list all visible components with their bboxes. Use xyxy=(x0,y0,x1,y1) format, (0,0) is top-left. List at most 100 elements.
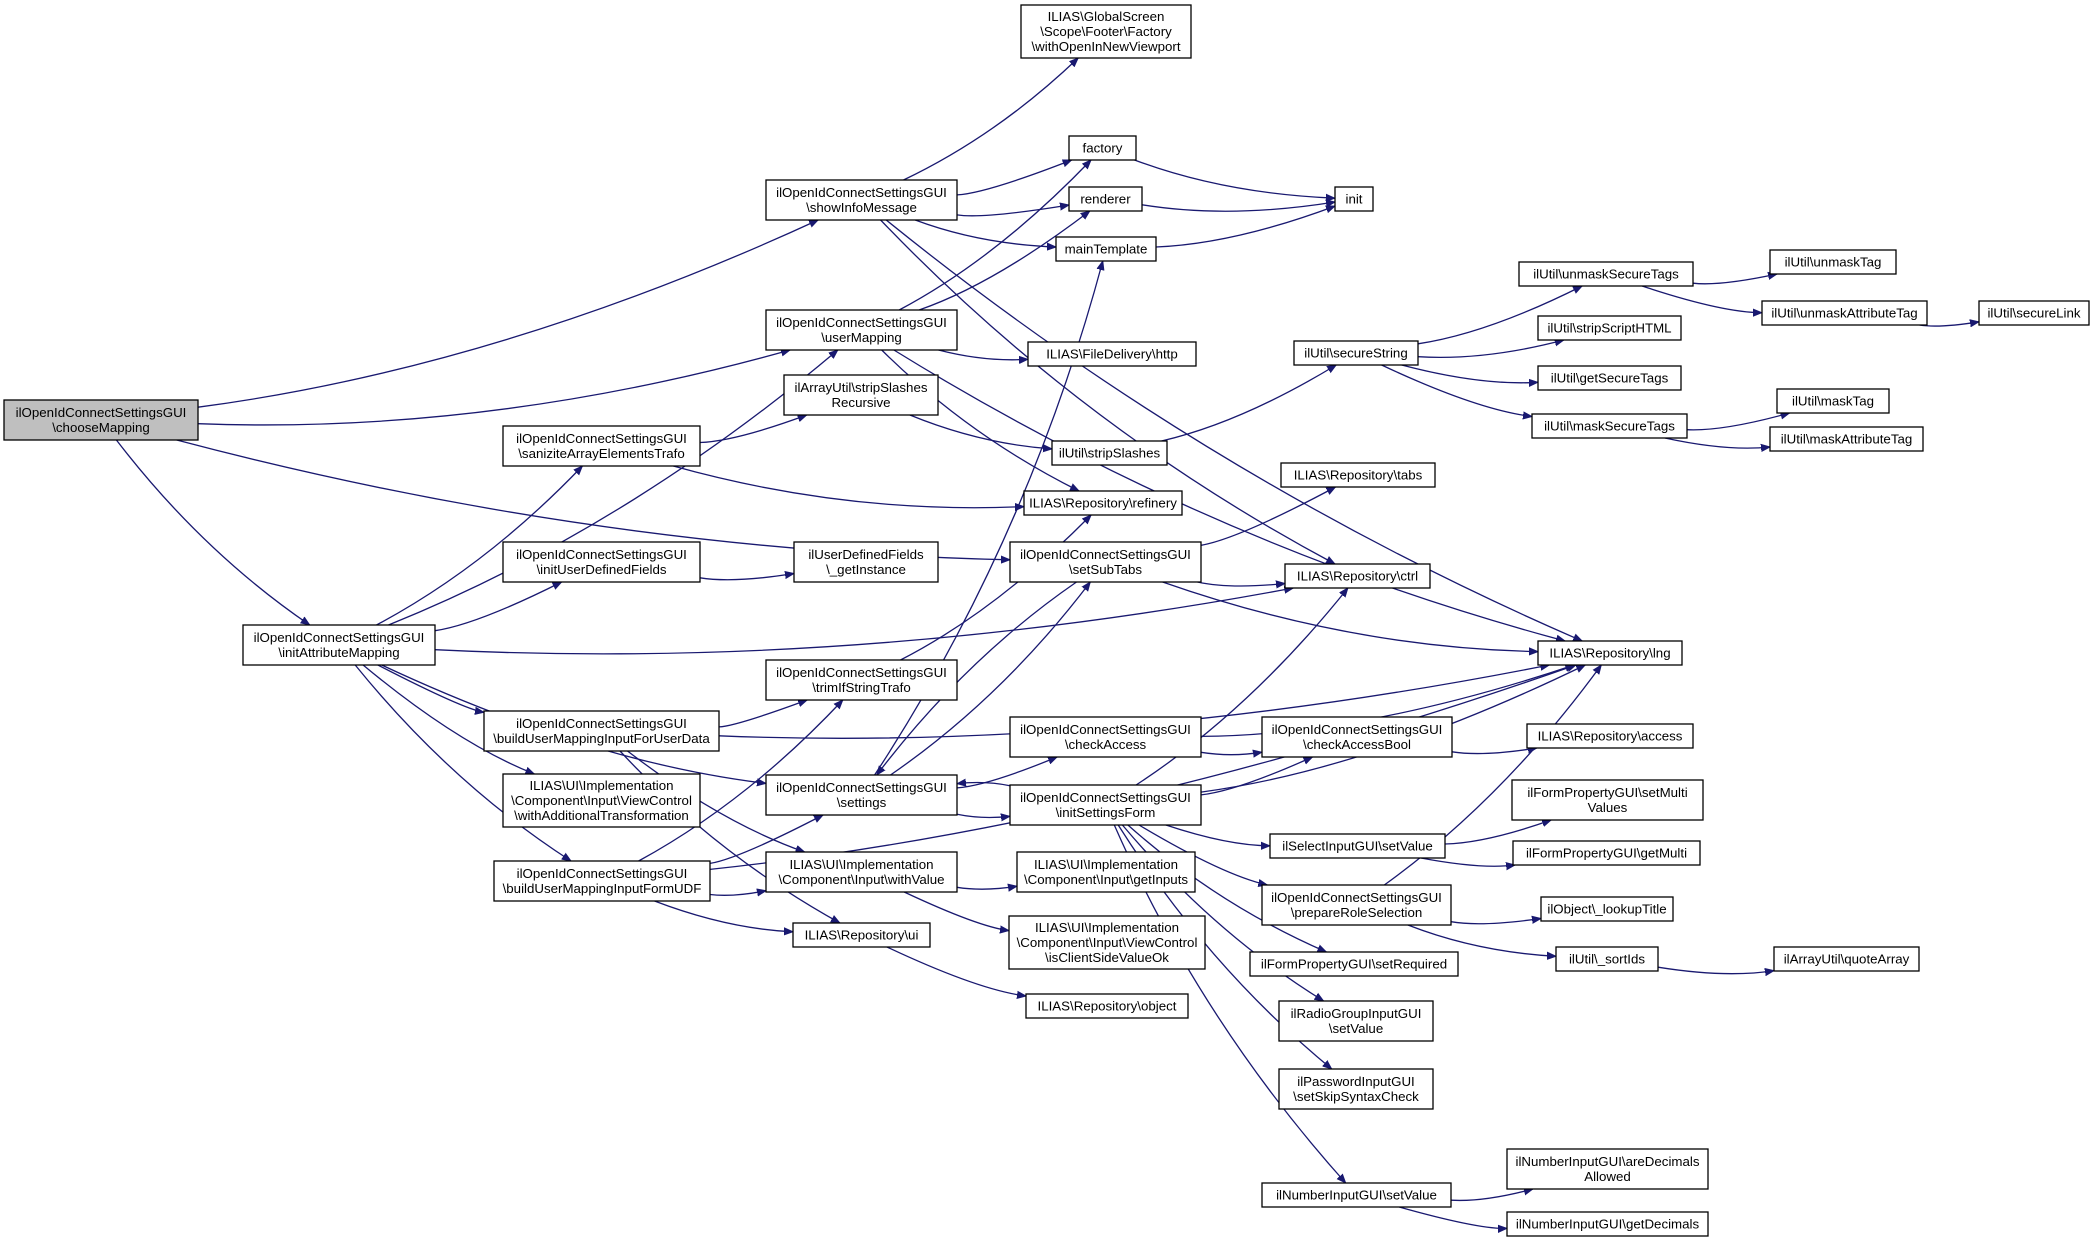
graph-node[interactable]: ilOpenIdConnectSettingsGUI\checkAccess xyxy=(1009,716,1202,758)
graph-node[interactable]: ilPasswordInputGUI\setSkipSyntaxCheck xyxy=(1278,1068,1434,1110)
graph-node[interactable]: ilOpenIdConnectSettingsGUI\userMapping xyxy=(765,309,958,351)
graph-node[interactable]: ILIAS\GlobalScreen\Scope\Footer\Factory\… xyxy=(1020,4,1192,59)
graph-node[interactable]: ILIAS\Repository\refinery xyxy=(1023,490,1183,516)
node-box xyxy=(3,399,199,441)
node-label: \Component\Input\withValue xyxy=(778,872,944,887)
graph-node[interactable]: factory xyxy=(1068,135,1137,161)
graph-node[interactable]: ilOpenIdConnectSettingsGUI\initUserDefin… xyxy=(502,541,701,583)
edge-n35-n48 xyxy=(1407,924,1556,956)
edge-n03-n15 xyxy=(434,581,562,632)
graph-node[interactable]: ilOpenIdConnectSettingsGUI\chooseMapping xyxy=(3,399,199,441)
graph-node[interactable]: ilUtil\maskAttributeTag xyxy=(1769,426,1924,452)
node-label: ilOpenIdConnectSettingsGUI xyxy=(1020,547,1191,562)
graph-node[interactable]: ILIAS\UI\Implementation\Component\Input\… xyxy=(502,773,701,828)
edge-n21-n28 xyxy=(956,814,1010,817)
graph-node[interactable]: ilRadioGroupInputGUI\setValue xyxy=(1278,1000,1434,1042)
graph-node[interactable]: ilOpenIdConnectSettingsGUI\initSettingsF… xyxy=(1009,784,1202,826)
node-box xyxy=(765,774,958,816)
graph-node[interactable]: ilOpenIdConnectSettingsGUI\saniziteArray… xyxy=(502,425,701,467)
node-label: ilOpenIdConnectSettingsGUI xyxy=(776,665,947,680)
graph-node[interactable]: ilUtil\unmaskSecureTags xyxy=(1518,261,1694,287)
graph-node[interactable]: ilOpenIdConnectSettingsGUI\settings xyxy=(765,774,958,816)
graph-node[interactable]: ILIAS\Repository\ui xyxy=(792,922,931,948)
graph-node[interactable]: ilOpenIdConnectSettingsGUI\prepareRoleSe… xyxy=(1261,884,1452,926)
node-label: ilOpenIdConnectSettingsGUI xyxy=(516,716,687,731)
edge-n28-n21 xyxy=(957,782,1011,785)
node-label: ilOpenIdConnectSettingsGUI xyxy=(1272,722,1443,737)
edge-n34-n46 xyxy=(1420,857,1515,866)
node-box xyxy=(1027,341,1197,367)
graph-node[interactable]: ILIAS\UI\Implementation\Component\Input\… xyxy=(1016,851,1196,893)
graph-node[interactable]: ilOpenIdConnectSettingsGUI\buildUserMapp… xyxy=(493,860,711,902)
graph-node[interactable]: ILIAS\Repository\object xyxy=(1025,993,1189,1019)
node-label: \setSkipSyntaxCheck xyxy=(1293,1089,1419,1104)
graph-node[interactable]: ilObject\_lookupTitle xyxy=(1540,896,1674,922)
graph-node[interactable]: ilUtil\stripScriptHTML xyxy=(1537,315,1682,341)
graph-node[interactable]: ILIAS\Repository\access xyxy=(1526,723,1694,749)
graph-node[interactable]: ilUtil\getSecureTags xyxy=(1537,365,1682,391)
graph-node[interactable]: ILIAS\UI\Implementation\Component\Input\… xyxy=(765,851,958,893)
graph-node[interactable]: ilNumberInputGUI\getDecimals xyxy=(1506,1211,1709,1237)
graph-node[interactable]: ilOpenIdConnectSettingsGUI\buildUserMapp… xyxy=(483,710,720,752)
edge-n39-n49 xyxy=(1450,1189,1533,1202)
graph-node[interactable]: init xyxy=(1334,186,1374,212)
node-box xyxy=(765,309,958,351)
graph-node[interactable]: ILIAS\Repository\lng xyxy=(1537,640,1683,666)
node-label: ilUtil\stripScriptHTML xyxy=(1547,321,1671,336)
node-box xyxy=(1051,440,1168,466)
edge-n22-n24 xyxy=(956,886,1017,889)
graph-node[interactable]: ilOpenIdConnectSettingsGUI\checkAccessBo… xyxy=(1261,716,1453,758)
node-box xyxy=(1009,784,1202,826)
node-box xyxy=(502,425,701,467)
edge-n23-n26 xyxy=(886,946,1026,996)
edge-n29-n42 xyxy=(1401,364,1538,383)
graph-node[interactable]: ilSelectInputGUI\setValue xyxy=(1269,833,1446,859)
graph-node[interactable]: ilUtil\secureString xyxy=(1293,340,1419,366)
node-box xyxy=(1776,388,1890,414)
node-label: ilOpenIdConnectSettingsGUI xyxy=(776,185,947,200)
graph-node[interactable]: ILIAS\UI\Implementation\Component\Input\… xyxy=(1008,915,1206,970)
graph-node[interactable]: mainTemplate xyxy=(1055,236,1157,262)
node-box xyxy=(493,860,711,902)
graph-node[interactable]: ilUtil\maskSecureTags xyxy=(1531,413,1688,439)
graph-node[interactable]: ilOpenIdConnectSettingsGUI\trimIfStringT… xyxy=(765,659,958,701)
graph-node[interactable]: ilUtil\unmaskTag xyxy=(1769,249,1897,275)
graph-node[interactable]: renderer xyxy=(1068,186,1143,212)
graph-node[interactable]: ilUtil\secureLink xyxy=(1978,300,2090,326)
node-label: \_getInstance xyxy=(826,562,906,577)
graph-node[interactable]: ilUtil\maskTag xyxy=(1776,388,1890,414)
graph-node[interactable]: ilUtil\unmaskAttributeTag xyxy=(1761,300,1928,326)
node-label: ilObject\_lookupTitle xyxy=(1547,902,1666,917)
node-label: \settings xyxy=(837,795,887,810)
graph-node[interactable]: ilFormPropertyGUI\setRequired xyxy=(1249,951,1459,977)
graph-node[interactable]: ilUtil\stripSlashes xyxy=(1051,440,1168,466)
edge-n01-n08 xyxy=(914,219,1056,247)
graph-node[interactable]: ilArrayUtil\quoteArray xyxy=(1773,946,1920,972)
graph-node[interactable]: ILIAS\Repository\tabs xyxy=(1280,462,1436,488)
edge-n28-n36 xyxy=(1127,824,1327,953)
graph-node[interactable]: ILIAS\Repository\ctrl xyxy=(1284,563,1431,589)
node-label: \withOpenInNewViewport xyxy=(1031,39,1180,54)
edge-n01-n31 xyxy=(880,219,1335,565)
graph-node[interactable]: ilOpenIdConnectSettingsGUI\setSubTabs xyxy=(1009,541,1202,583)
node-label: ilUtil\stripSlashes xyxy=(1059,446,1161,461)
edge-n27-n33 xyxy=(1200,752,1262,754)
node-label: \Component\Input\ViewControl xyxy=(1017,935,1198,950)
node-label: init xyxy=(1346,192,1363,207)
graph-node[interactable]: ilUtil\_sortIds xyxy=(1555,946,1659,972)
node-box xyxy=(1506,1148,1709,1190)
node-label: ilFormPropertyGUI\getMulti xyxy=(1526,846,1687,861)
edge-n03-n02 xyxy=(388,350,838,626)
graph-node[interactable]: ilUserDefinedFields\_getInstance xyxy=(793,541,939,583)
edge-n02-n32 xyxy=(893,349,1565,641)
graph-node[interactable]: ilOpenIdConnectSettingsGUI\initAttribute… xyxy=(242,624,436,666)
node-label: \prepareRoleSelection xyxy=(1291,905,1423,920)
graph-node[interactable]: ilNumberInputGUI\setValue xyxy=(1261,1182,1452,1208)
graph-node[interactable]: ilOpenIdConnectSettingsGUI\showInfoMessa… xyxy=(765,179,958,221)
node-box xyxy=(1261,884,1452,926)
graph-node[interactable]: ilFormPropertyGUI\getMulti xyxy=(1512,840,1701,866)
graph-node[interactable]: ILIAS\FileDelivery\http xyxy=(1027,341,1197,367)
